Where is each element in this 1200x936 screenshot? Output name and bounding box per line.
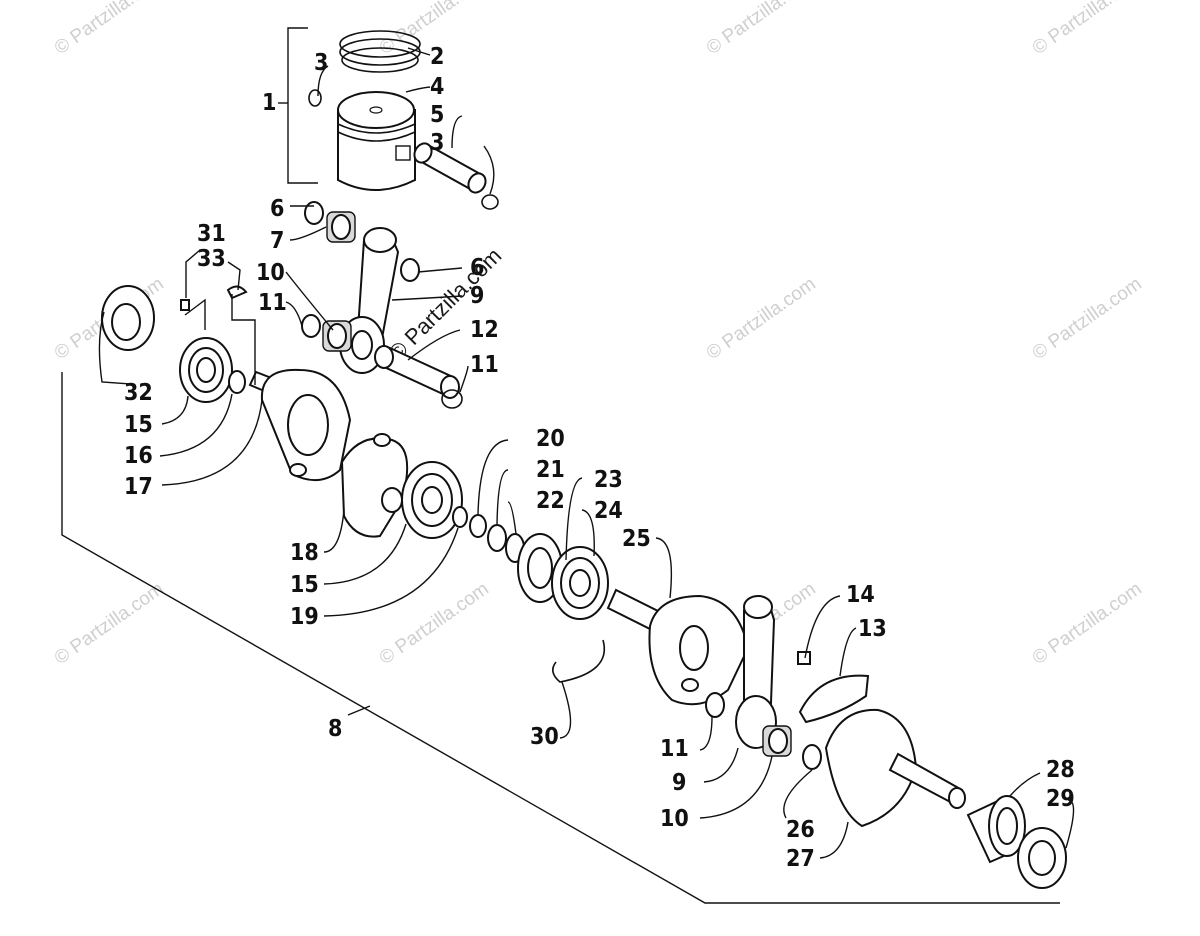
callout-27: 27 <box>786 846 815 872</box>
snap-ring <box>552 639 606 683</box>
main-bearing <box>179 337 233 403</box>
connecting-rod <box>735 595 777 749</box>
circlip <box>308 89 322 107</box>
callout-22: 22 <box>536 488 565 514</box>
leader-lines <box>98 47 1075 859</box>
callout-10: 10 <box>660 806 689 832</box>
main-bearing <box>551 546 609 620</box>
callout-20: 20 <box>536 426 565 452</box>
callout-1: 1 <box>262 90 276 116</box>
washer <box>301 314 321 338</box>
callout-9: 9 <box>470 283 484 309</box>
o-ring <box>228 370 246 394</box>
callout-31: 31 <box>197 221 226 247</box>
callout-28: 28 <box>1046 757 1075 783</box>
thrust-washer <box>304 201 324 225</box>
crankshaft-assembly-bracket <box>61 372 1060 904</box>
piston-pin <box>413 142 487 194</box>
labyrinth-seal <box>517 533 563 603</box>
watermark: © Partzilla.com <box>1029 273 1146 364</box>
callout-15: 15 <box>124 412 153 438</box>
callout-2: 2 <box>430 44 444 70</box>
assembly-brackets <box>61 27 1060 904</box>
callout-30: 30 <box>530 724 559 750</box>
callout-14: 14 <box>846 582 875 608</box>
oil-seal <box>1017 827 1067 889</box>
callout-29: 29 <box>1046 786 1075 812</box>
washer <box>705 692 725 718</box>
watermark-center: © Partzilla.com <box>384 243 507 366</box>
big-end-bearing <box>322 320 352 352</box>
key <box>180 299 190 311</box>
watermark: © Partzilla.com <box>1029 578 1146 669</box>
crank-pin <box>374 345 460 399</box>
watermark: © Partzilla.com <box>51 0 168 59</box>
needle-bearing <box>326 211 356 243</box>
callout-21: 21 <box>536 457 565 483</box>
circlip <box>481 194 499 210</box>
crankshaft-left-half <box>248 368 352 481</box>
callout-23: 23 <box>594 467 623 493</box>
callout-6: 6 <box>270 196 284 222</box>
crankshaft-right-half <box>824 708 966 828</box>
callout-4: 4 <box>430 74 444 100</box>
o-ring <box>452 506 468 528</box>
watermark: © Partzilla.com <box>703 0 820 59</box>
callout-26: 26 <box>786 817 815 843</box>
o-ring <box>802 744 822 770</box>
screw <box>797 651 811 665</box>
callout-11: 11 <box>660 736 689 762</box>
callout-18: 18 <box>290 540 319 566</box>
piston-assembly-bracket <box>287 27 318 184</box>
callout-10: 10 <box>256 260 285 286</box>
piston <box>337 91 416 191</box>
callout-16: 16 <box>124 443 153 469</box>
callout-19: 19 <box>290 604 319 630</box>
callout-15: 15 <box>290 572 319 598</box>
callout-32: 32 <box>124 380 153 406</box>
callout-5: 5 <box>430 102 444 128</box>
crankshaft-center-half <box>606 588 750 706</box>
roller-bearing <box>966 795 1026 864</box>
callout-6: 6 <box>470 255 484 281</box>
callout-3: 3 <box>314 50 328 76</box>
callout-25: 25 <box>622 526 651 552</box>
counterweight <box>798 674 870 724</box>
thrust-washer <box>400 258 420 282</box>
callout-11: 11 <box>470 352 499 378</box>
watermark: © Partzilla.com <box>703 273 820 364</box>
callout-labels: 2 3 1 4 5 3 6 7 6 10 9 11 12 11 31 33 32… <box>124 44 1075 872</box>
callout-12: 12 <box>470 317 499 343</box>
callout-33: 33 <box>197 246 226 272</box>
callout-7: 7 <box>270 228 284 254</box>
crankshaft-middle-half <box>340 433 409 538</box>
spacer <box>487 524 507 552</box>
callout-3: 3 <box>430 130 444 156</box>
oil-seal <box>101 285 155 351</box>
big-end-bearing <box>762 725 792 757</box>
washer <box>441 389 463 409</box>
callout-17: 17 <box>124 474 153 500</box>
watermark: © Partzilla.com <box>51 578 168 669</box>
callout-9: 9 <box>672 770 686 796</box>
main-bearing <box>401 461 463 539</box>
woodruff-key <box>226 285 248 300</box>
spacer <box>469 514 487 538</box>
callout-8: 8 <box>328 716 342 742</box>
callout-11: 11 <box>258 290 287 316</box>
callout-24: 24 <box>594 498 623 524</box>
watermark: © Partzilla.com <box>376 578 493 669</box>
watermark: © Partzilla.com <box>1029 0 1146 59</box>
callout-13: 13 <box>858 616 887 642</box>
